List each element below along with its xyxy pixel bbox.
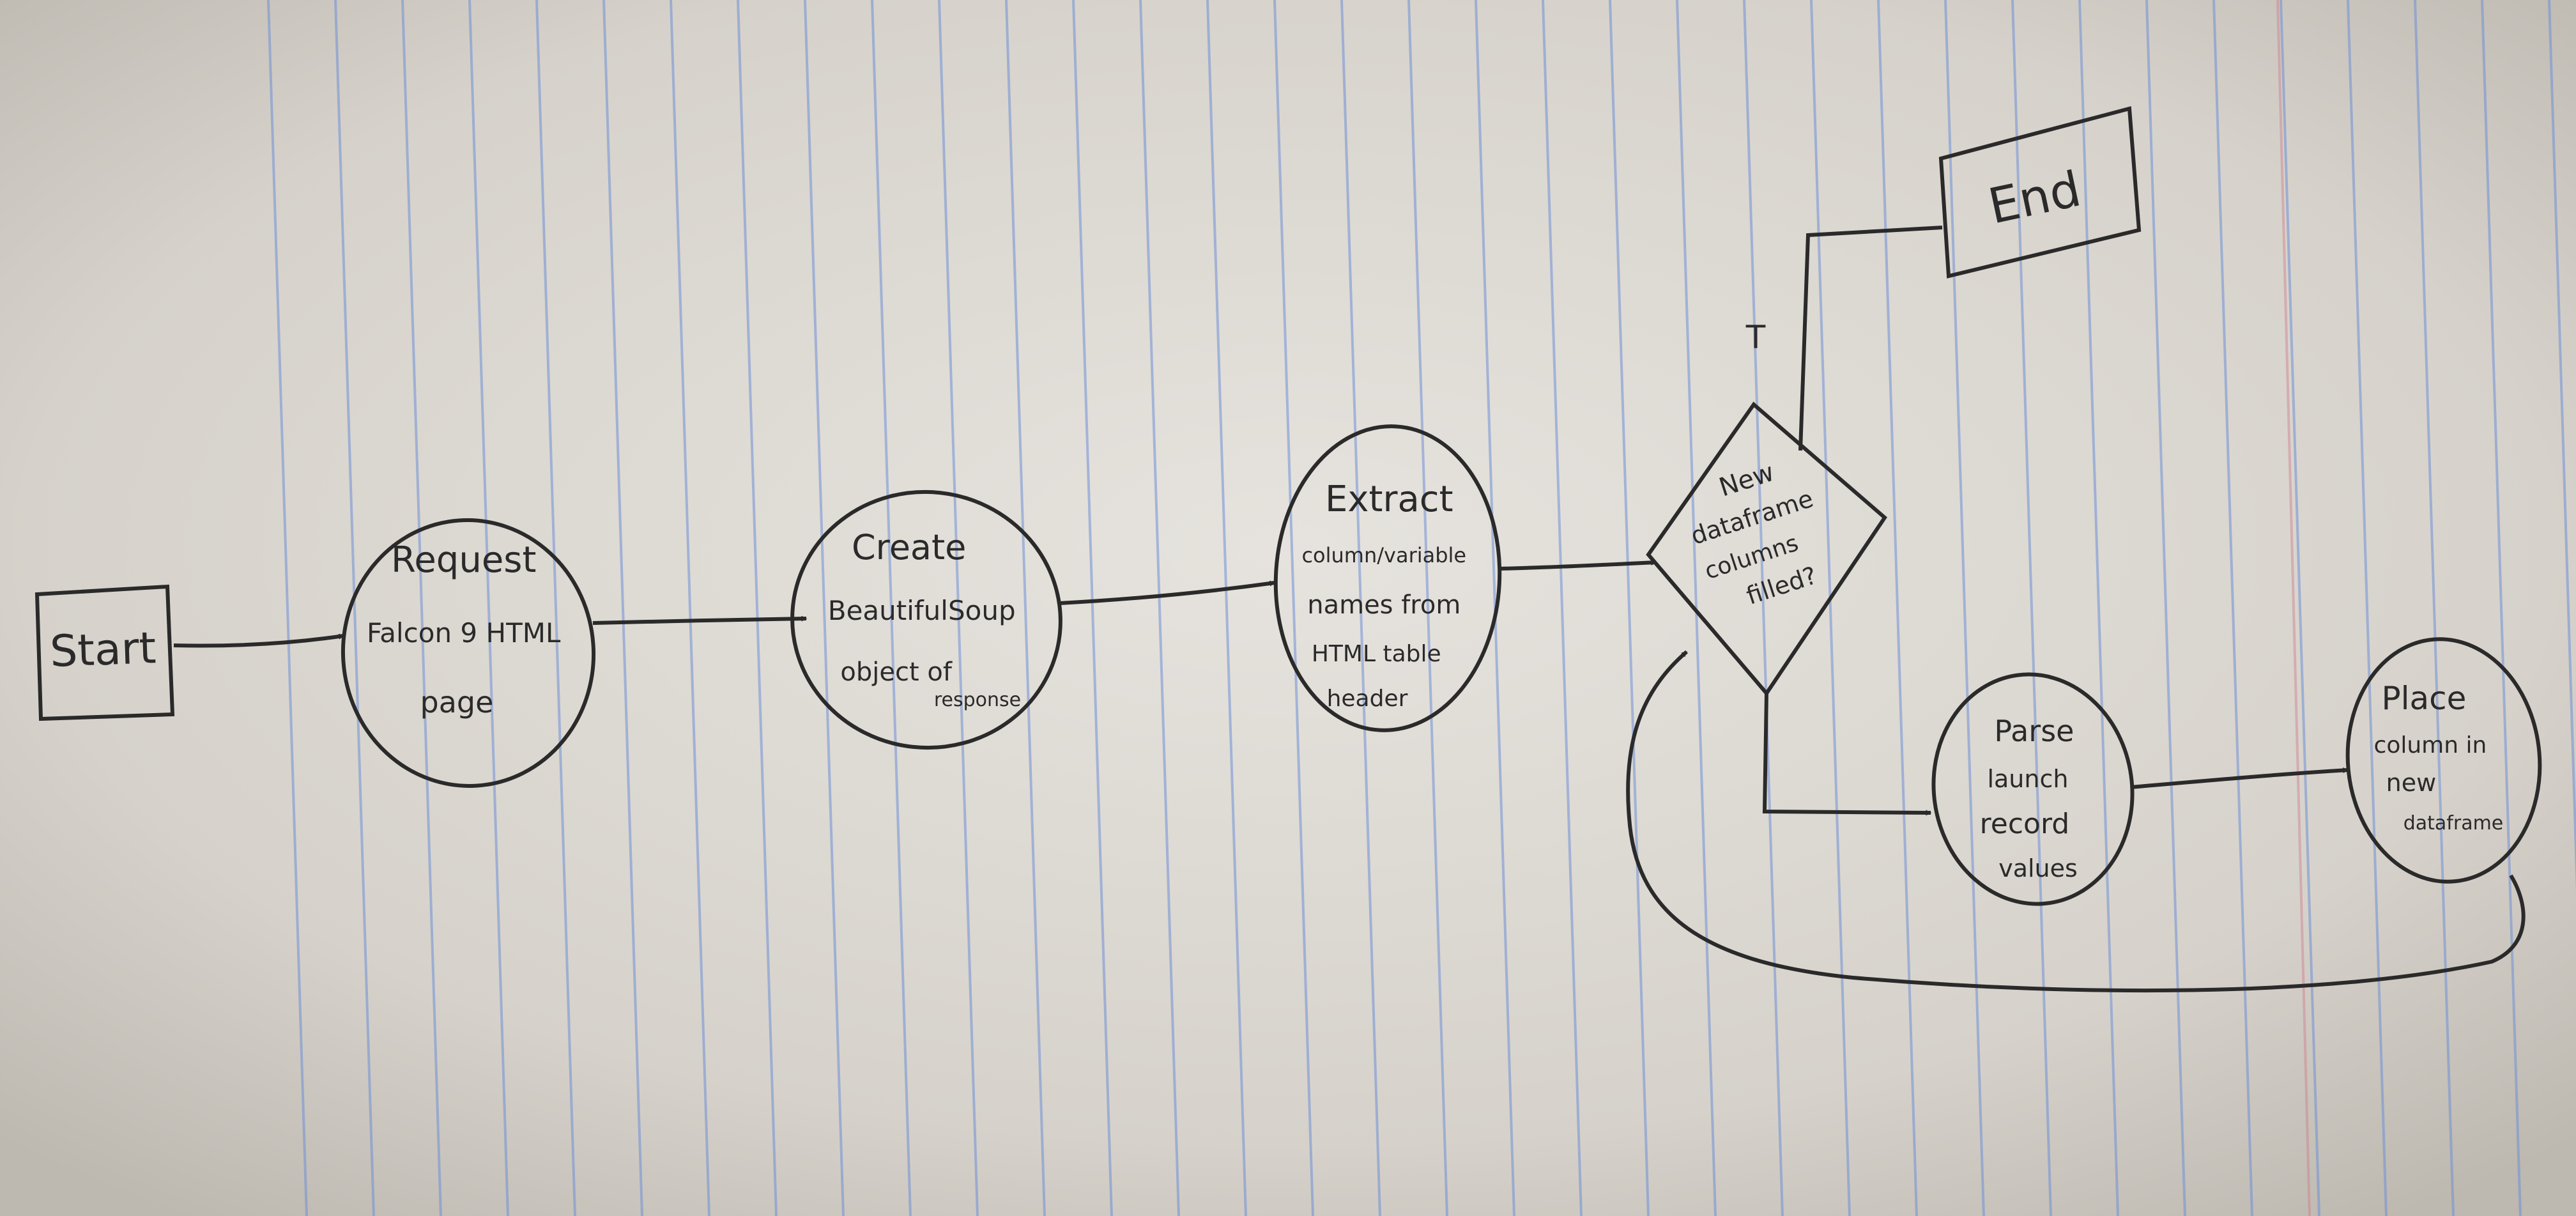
soup-circle xyxy=(790,489,1062,750)
edge-parse-to-place xyxy=(2130,767,2349,789)
rule-line xyxy=(1273,0,1314,1216)
rule-line xyxy=(1743,0,1784,1216)
edge-place-to-decision-loop xyxy=(1626,650,2526,993)
extract-circle xyxy=(1273,424,1502,732)
rule-line xyxy=(2347,0,2388,1216)
rule-line xyxy=(401,0,442,1216)
extract-label: Extract column/variable names from HTML … xyxy=(1301,479,1473,712)
edge-start-to-request xyxy=(173,633,345,648)
margin-line xyxy=(2276,0,2311,1216)
request-label: Request Falcon 9 HTML page xyxy=(367,539,570,720)
request-circle xyxy=(341,518,596,788)
edge-decision-to-end xyxy=(1798,226,1943,451)
rule-line xyxy=(2548,0,2576,892)
rule-line xyxy=(1005,0,1046,1216)
node-start: Start xyxy=(34,584,175,721)
rule-line xyxy=(602,0,643,1216)
rule-line xyxy=(1609,0,1650,1216)
rule-line xyxy=(1407,0,1448,1216)
rule-line xyxy=(2078,0,2119,1216)
rule-line xyxy=(1072,0,1113,1216)
rule-line xyxy=(737,0,778,1216)
rule-line xyxy=(1944,0,1985,1216)
rule-line xyxy=(804,0,845,1216)
rule-line xyxy=(1340,0,1381,1216)
soup-label: Create BeautifulSoup object of response xyxy=(828,527,1025,711)
end-box xyxy=(1938,106,2142,279)
parse-label: Parse launch record values xyxy=(1980,714,2082,882)
rule-line xyxy=(2145,0,2186,1216)
rule-line xyxy=(468,0,509,1216)
rule-line xyxy=(871,0,912,1216)
rule-line xyxy=(2212,0,2253,1216)
edge-request-to-soup xyxy=(592,615,808,625)
rule-line xyxy=(1877,0,1918,1216)
edge-extract-to-decision xyxy=(1499,559,1657,571)
rule-line xyxy=(1542,0,1583,1216)
node-place: Place column in new dataframe xyxy=(2345,637,2542,884)
rule-line xyxy=(1139,0,1180,1216)
rule-line xyxy=(1810,0,1851,1216)
node-request: Request Falcon 9 HTML page xyxy=(341,518,596,788)
node-soup: Create BeautifulSoup object of response xyxy=(790,489,1062,750)
rule-line xyxy=(2011,0,2052,1216)
rule-line xyxy=(2481,0,2522,1216)
node-parse: Parse launch record values xyxy=(1931,672,2135,906)
rule-line xyxy=(938,0,979,1216)
edge-decision-to-parse xyxy=(1762,693,1932,816)
edge-soup-to-extract xyxy=(1059,580,1276,605)
place-label: Place column in new dataframe xyxy=(2374,680,2504,835)
start-label: Start xyxy=(49,623,157,677)
rule-line xyxy=(670,0,710,1216)
rule-line xyxy=(267,0,308,1216)
node-extract: Extract column/variable names from HTML … xyxy=(1273,424,1502,732)
ruled-lines xyxy=(267,0,2576,1216)
true-branch-label: T xyxy=(1745,319,1766,356)
parse-circle xyxy=(1931,672,2135,906)
rule-line xyxy=(2280,0,2320,1216)
rule-line xyxy=(334,0,375,1216)
rule-line xyxy=(2414,0,2455,1216)
rule-line xyxy=(535,0,576,1216)
start-box xyxy=(34,584,175,721)
rule-line xyxy=(1206,0,1247,1216)
